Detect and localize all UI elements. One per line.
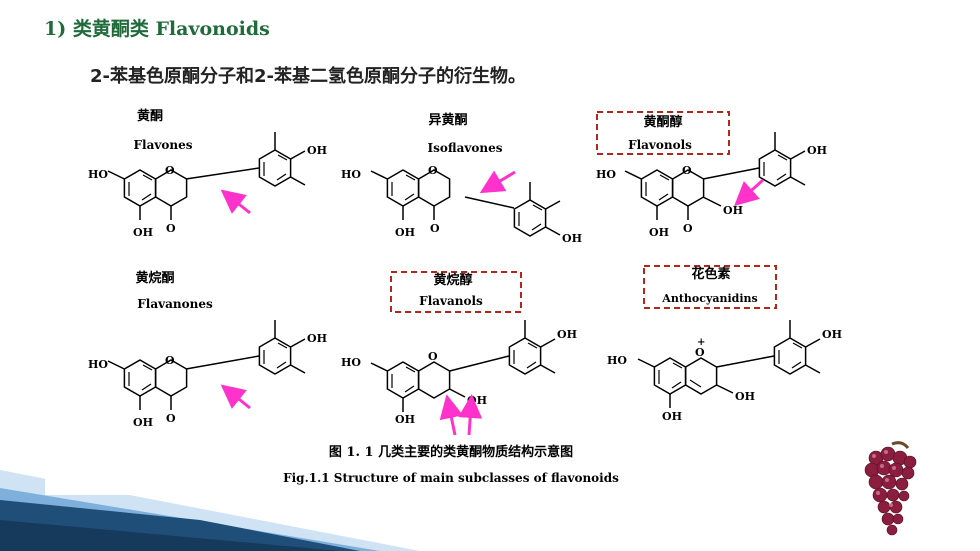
svg-text:OH: OH xyxy=(562,232,582,245)
svg-text:OH: OH xyxy=(467,394,487,407)
highlight-box xyxy=(643,265,777,309)
svg-text:O: O xyxy=(683,222,693,235)
svg-text:OH: OH xyxy=(662,410,682,423)
svg-text:O: O xyxy=(166,412,176,425)
svg-text:O: O xyxy=(166,222,176,235)
svg-text:HO: HO xyxy=(341,356,361,369)
flavonol-structure: HO O OH O OH OH xyxy=(596,132,827,239)
compound-cn-label: 花色素 xyxy=(691,266,730,282)
compound-cn-label: 黄烷醇 xyxy=(433,272,472,288)
highlight-arrow xyxy=(220,189,251,215)
flavonoid-figure: 黄酮 Flavones HO O OH O OH 异黄酮 Isoflavones… xyxy=(45,90,911,495)
svg-text:OH: OH xyxy=(822,328,842,341)
highlight-arrow xyxy=(439,394,464,436)
svg-text:HO: HO xyxy=(607,354,627,367)
svg-text:+: + xyxy=(697,337,705,348)
slide-title: 1) 类黄酮类 Flavonoids xyxy=(44,18,270,40)
svg-text:HO: HO xyxy=(88,168,108,181)
flavanol-structure: HO O OH OH OH xyxy=(341,320,577,436)
compound-en-label: Flavonols xyxy=(628,138,692,152)
svg-text:OH: OH xyxy=(395,413,415,426)
svg-text:OH: OH xyxy=(723,204,743,217)
svg-text:OH: OH xyxy=(807,144,827,157)
svg-text:OH: OH xyxy=(307,332,327,345)
flavanone-structure: HO O OH O OH xyxy=(88,320,327,429)
svg-text:O: O xyxy=(165,354,175,367)
svg-text:O: O xyxy=(430,222,440,235)
highlight-arrow xyxy=(220,384,251,410)
svg-text:O: O xyxy=(695,346,705,359)
structures-diagram: 黄酮 Flavones HO O OH O OH 异黄酮 Isoflavones… xyxy=(88,108,842,485)
svg-text:OH: OH xyxy=(649,226,669,239)
highlight-arrow xyxy=(479,170,516,194)
compound-en-label: Isoflavones xyxy=(428,141,503,155)
svg-text:HO: HO xyxy=(596,168,616,181)
svg-text:O: O xyxy=(428,164,438,177)
svg-text:HO: HO xyxy=(88,358,108,371)
compound-en-label: Anthocyanidins xyxy=(661,292,757,305)
highlight-box xyxy=(390,271,522,313)
flavone-structure: HO O OH O OH xyxy=(88,132,327,239)
svg-text:O: O xyxy=(165,164,175,177)
svg-text:O: O xyxy=(428,350,438,363)
compound-en-label: Flavanones xyxy=(137,297,213,311)
figure-caption-en: Fig.1.1 Structure of main subclasses of … xyxy=(283,471,619,485)
compound-en-label: Flavanols xyxy=(419,294,483,308)
compound-cn-label: 异黄酮 xyxy=(428,112,467,128)
svg-text:OH: OH xyxy=(395,226,415,239)
figure-caption-cn: 图 1. 1 几类主要的类黄酮物质结构示意图 xyxy=(329,444,573,460)
svg-text:OH: OH xyxy=(307,144,327,157)
highlight-arrow xyxy=(734,178,765,207)
svg-text:OH: OH xyxy=(133,226,153,239)
compound-cn-label: 黄酮醇 xyxy=(643,114,682,130)
svg-text:OH: OH xyxy=(557,328,577,341)
svg-text:OH: OH xyxy=(735,390,755,403)
svg-text:OH: OH xyxy=(133,416,153,429)
compound-cn-label: 黄烷酮 xyxy=(135,270,174,286)
isoflavone-structure: HO O OH O OH xyxy=(341,164,582,245)
compound-en-label: Flavones xyxy=(134,138,193,152)
anthocyanidin-structure: HO O + OH OH OH xyxy=(607,320,842,423)
highlight-arrow xyxy=(458,394,483,436)
slide-subtitle: 2-苯基色原酮分子和2-苯基二氢色原酮分子的衍生物。 xyxy=(90,66,526,87)
svg-text:O: O xyxy=(682,164,692,177)
svg-text:HO: HO xyxy=(341,168,361,181)
highlight-box xyxy=(596,111,730,155)
grape-cluster-image xyxy=(864,441,917,536)
compound-cn-label: 黄酮 xyxy=(137,108,163,124)
